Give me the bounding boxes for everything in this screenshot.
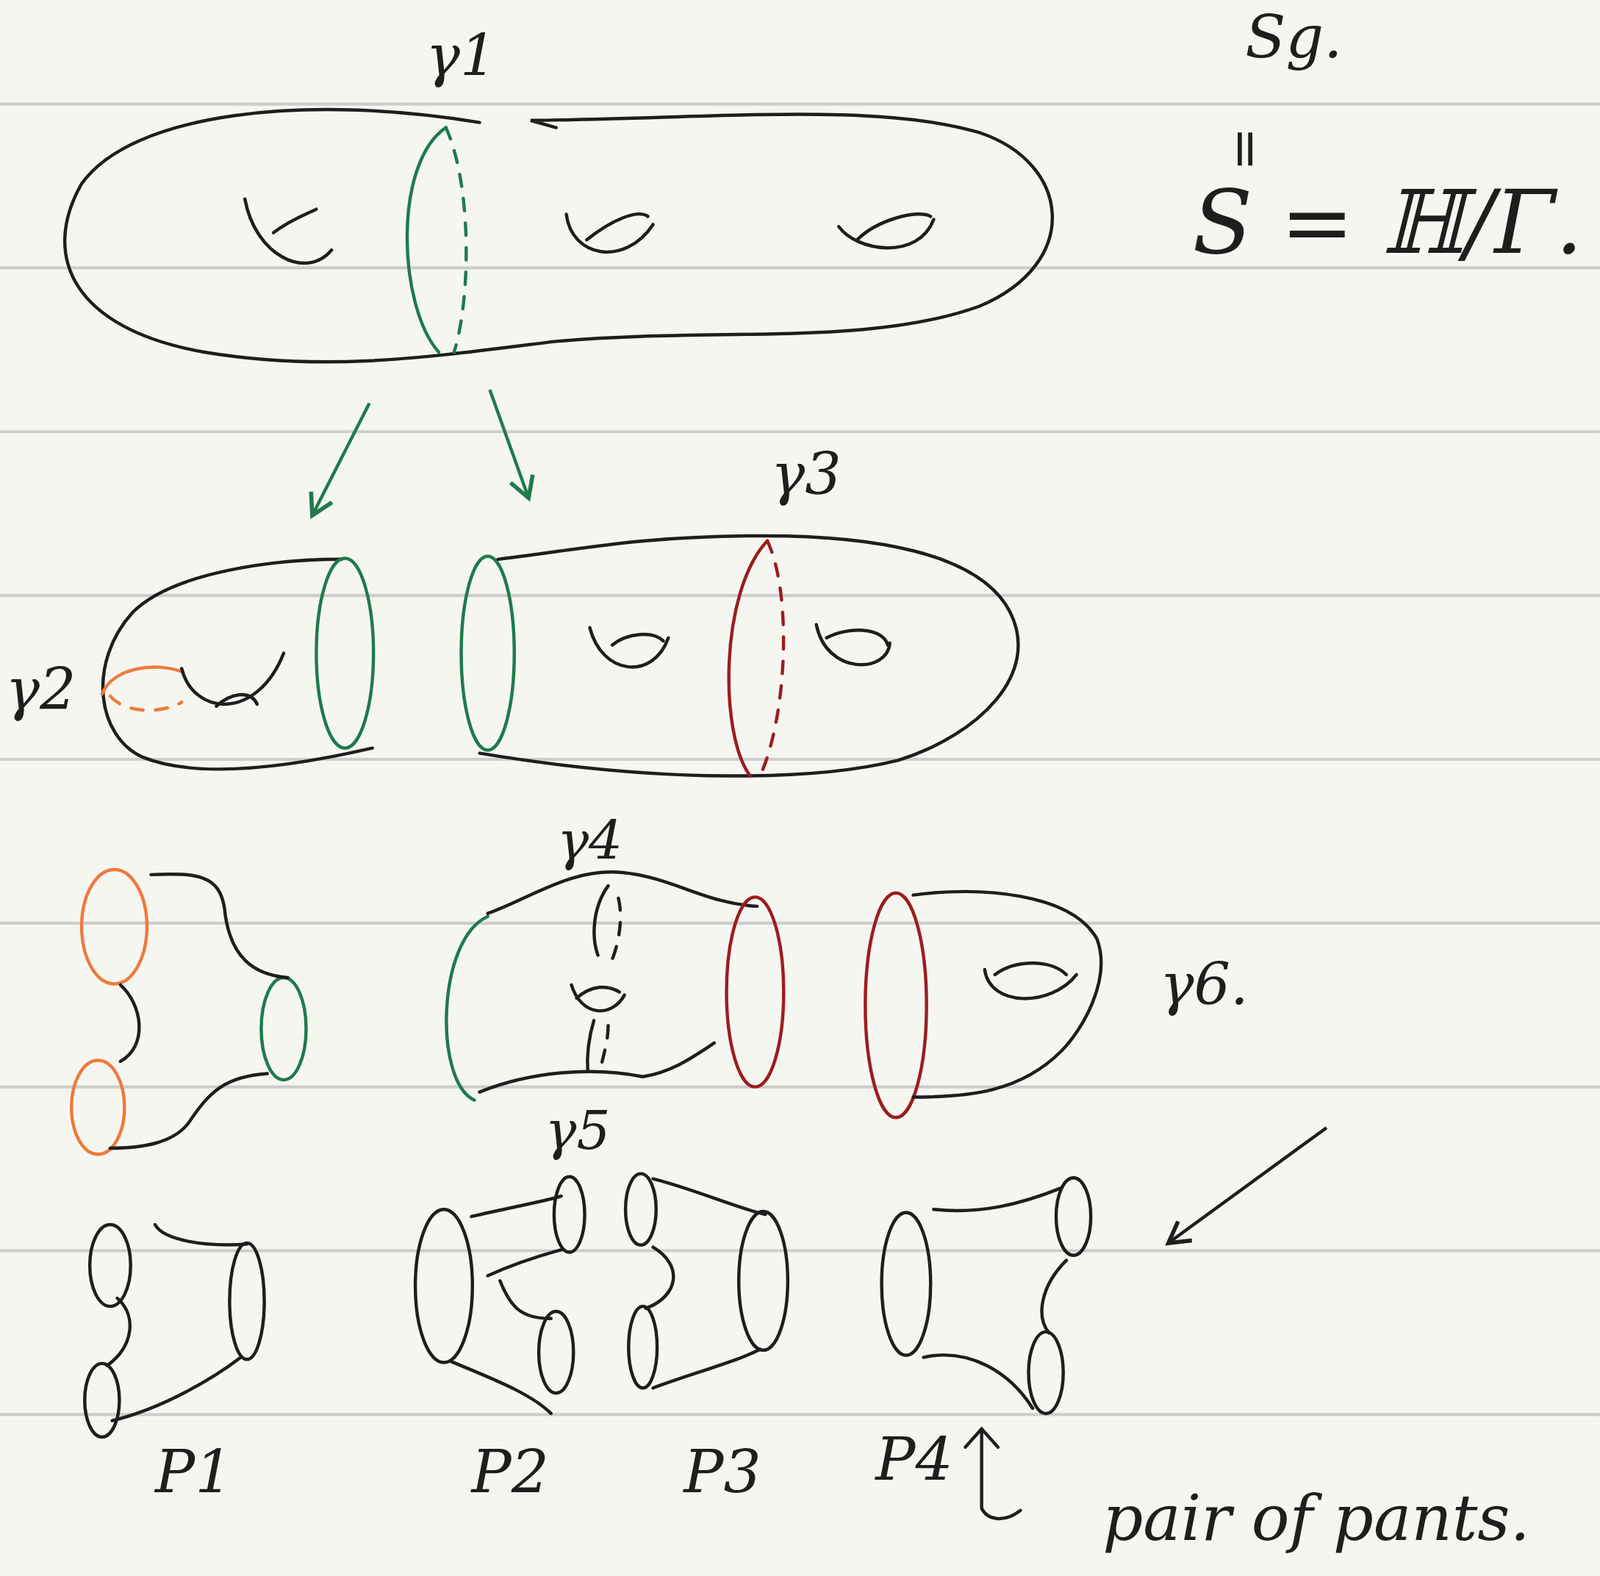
quotient-formula: S = ℍ/Γ.: [1192, 178, 1584, 267]
boundary-gamma3: [726, 896, 785, 1087]
handle: [589, 627, 669, 668]
boundary-gamma3: [865, 892, 927, 1118]
equals-sign: =: [1220, 126, 1274, 172]
pants-outline: [155, 1224, 247, 1245]
handle: [571, 984, 624, 1011]
handle: [856, 213, 931, 240]
pants-label: P2: [471, 1441, 549, 1502]
curve-label: γ6.: [1159, 956, 1249, 1014]
curve-gamma3: [729, 540, 768, 776]
curve-gamma1: [407, 127, 447, 353]
curve-label: γ5: [544, 1103, 611, 1157]
curve-label: γ3: [770, 446, 842, 504]
handle: [244, 199, 332, 264]
pants-outline: [112, 1357, 242, 1421]
ruled-line: [0, 921, 1600, 925]
handle: [273, 209, 317, 233]
handle: [816, 624, 891, 666]
note-text: pair of pants.: [1102, 1486, 1531, 1551]
cut-arrow: [489, 389, 529, 498]
pants-label: P4: [875, 1429, 953, 1490]
pants-cuff: [881, 1211, 932, 1355]
handle: [612, 634, 663, 645]
curve-gamma4: [593, 885, 608, 955]
pants-outline: [471, 1195, 561, 1217]
handle: [566, 214, 654, 253]
curve-gamma5-back: [601, 1025, 609, 1067]
boundary-gamma1: [260, 977, 306, 1080]
pants-outline: [120, 984, 140, 1062]
ruled-line: [0, 102, 1600, 106]
handle: [216, 694, 258, 707]
handle: [826, 629, 888, 645]
pants-outline: [150, 873, 288, 978]
pants-cuff: [415, 1209, 473, 1362]
surface-outline: [488, 871, 758, 913]
surface-outline: [64, 109, 1053, 362]
handle: [995, 962, 1067, 975]
pants-outline: [107, 1297, 131, 1366]
pants-outline: [1042, 1260, 1067, 1334]
surface-name: Sg.: [1245, 7, 1343, 67]
curve-label: γ2: [5, 661, 77, 719]
pants-cuff: [738, 1211, 788, 1351]
surface-outline: [479, 535, 1019, 777]
pants-outline: [646, 1247, 674, 1309]
pants-cuff: [1028, 1331, 1063, 1414]
cut-arrow: [1168, 1127, 1327, 1243]
boundary-gamma1: [461, 556, 515, 751]
handle: [576, 987, 619, 999]
pants-label: P3: [683, 1441, 761, 1502]
pants-outline: [488, 1248, 564, 1276]
ruled-line: [0, 1085, 1600, 1089]
curve-label: γ4: [557, 814, 623, 868]
surface-outline: [913, 891, 1102, 1098]
pants-outline: [923, 1354, 1033, 1409]
pants-cuff: [89, 1224, 131, 1307]
curve-gamma1-back: [446, 127, 467, 353]
bracket: [981, 1430, 1021, 1519]
pants-cuff: [229, 1242, 264, 1359]
pants-outline: [653, 1178, 766, 1215]
pants-outline: [499, 1280, 551, 1318]
ruled-line: [0, 429, 1600, 433]
pants-outline: [933, 1187, 1062, 1211]
curve-gamma2: [102, 666, 182, 694]
handle: [838, 219, 934, 249]
boundary-gamma1: [446, 916, 488, 1101]
pants-cuff: [628, 1306, 658, 1388]
curve-gamma2-back: [110, 696, 182, 710]
pants-cuff: [84, 1363, 120, 1437]
pants-outline: [451, 1361, 552, 1414]
curve-label: γ1: [426, 27, 497, 85]
pants-outline: [110, 1073, 268, 1149]
ruled-line: [0, 757, 1600, 761]
boundary-gamma2: [71, 1060, 125, 1155]
boundary-gamma2: [81, 869, 147, 984]
handle: [586, 213, 648, 240]
ruled-line: [0, 1412, 1600, 1416]
pants-cuff: [554, 1176, 586, 1253]
boundary-gamma1: [316, 557, 374, 748]
pants-cuff: [538, 1311, 574, 1393]
ruled-line: [0, 266, 1600, 269]
curve-gamma4-back: [612, 898, 621, 960]
curve-gamma3-back: [759, 540, 784, 776]
cut-arrow: [312, 402, 370, 516]
ruled-line: [0, 593, 1600, 597]
curve-gamma5: [587, 1020, 594, 1071]
pants-cuff: [625, 1173, 657, 1246]
bracket-head: [964, 1428, 998, 1448]
surface-outline: [479, 1042, 715, 1093]
pants-outline: [653, 1348, 761, 1388]
pants-label: P1: [155, 1441, 233, 1502]
